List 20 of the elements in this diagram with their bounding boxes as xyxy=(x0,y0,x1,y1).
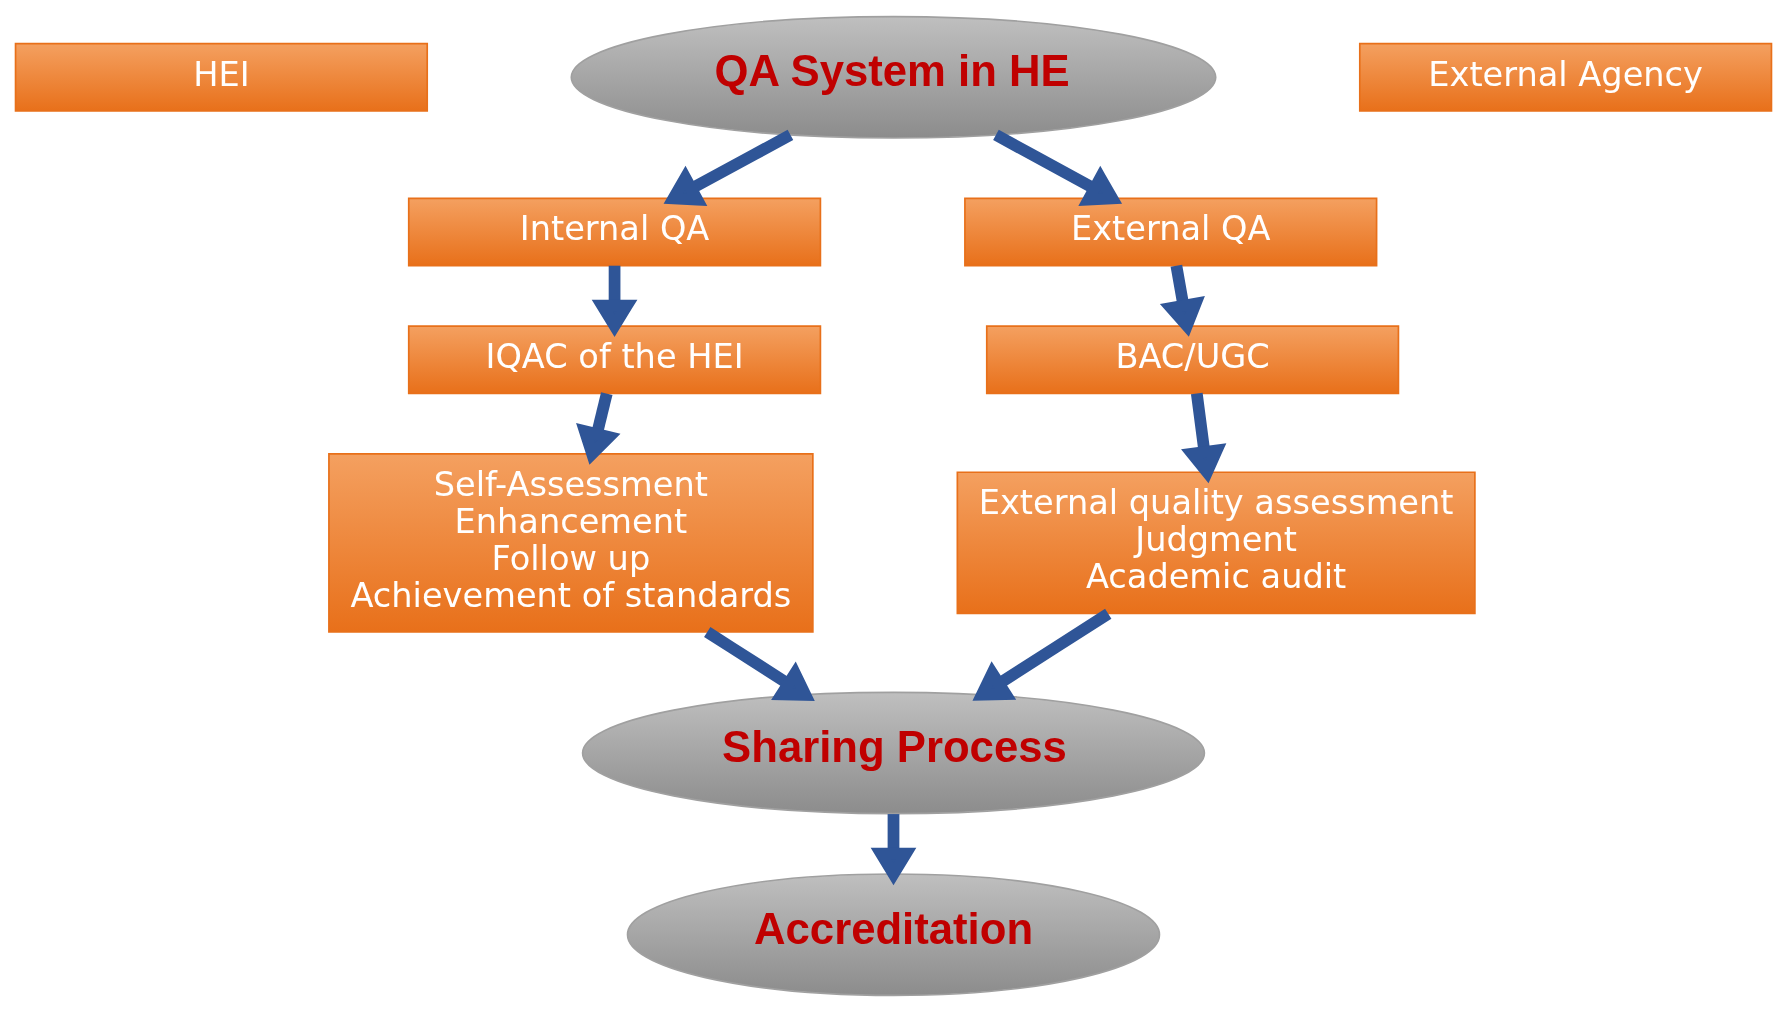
node-box: External quality assessment Judgment Academic audit xyxy=(956,471,1476,615)
arrow xyxy=(663,129,794,206)
arrow xyxy=(576,392,621,465)
node-box: External Agency xyxy=(1358,42,1773,112)
node-box: BAC/UGC xyxy=(985,325,1400,395)
arrow xyxy=(972,608,1112,701)
node-ellipse: Accreditation xyxy=(626,873,1161,997)
node-box: Self-Assessment Enhancement Follow up Achievement of standards xyxy=(328,452,814,633)
node-box: Internal QA xyxy=(407,197,822,267)
arrow xyxy=(704,627,815,701)
node-box: External QA xyxy=(964,197,1378,267)
arrow xyxy=(1159,264,1205,337)
arrow xyxy=(1181,392,1227,484)
arrow xyxy=(591,265,638,337)
node-ellipse: QA System in HE xyxy=(570,15,1217,139)
arrow xyxy=(870,814,917,886)
node-box: IQAC of the HEI xyxy=(407,325,822,395)
node-ellipse: Sharing Process xyxy=(581,691,1206,815)
arrow xyxy=(993,129,1123,206)
node-box: HEI xyxy=(14,42,429,112)
